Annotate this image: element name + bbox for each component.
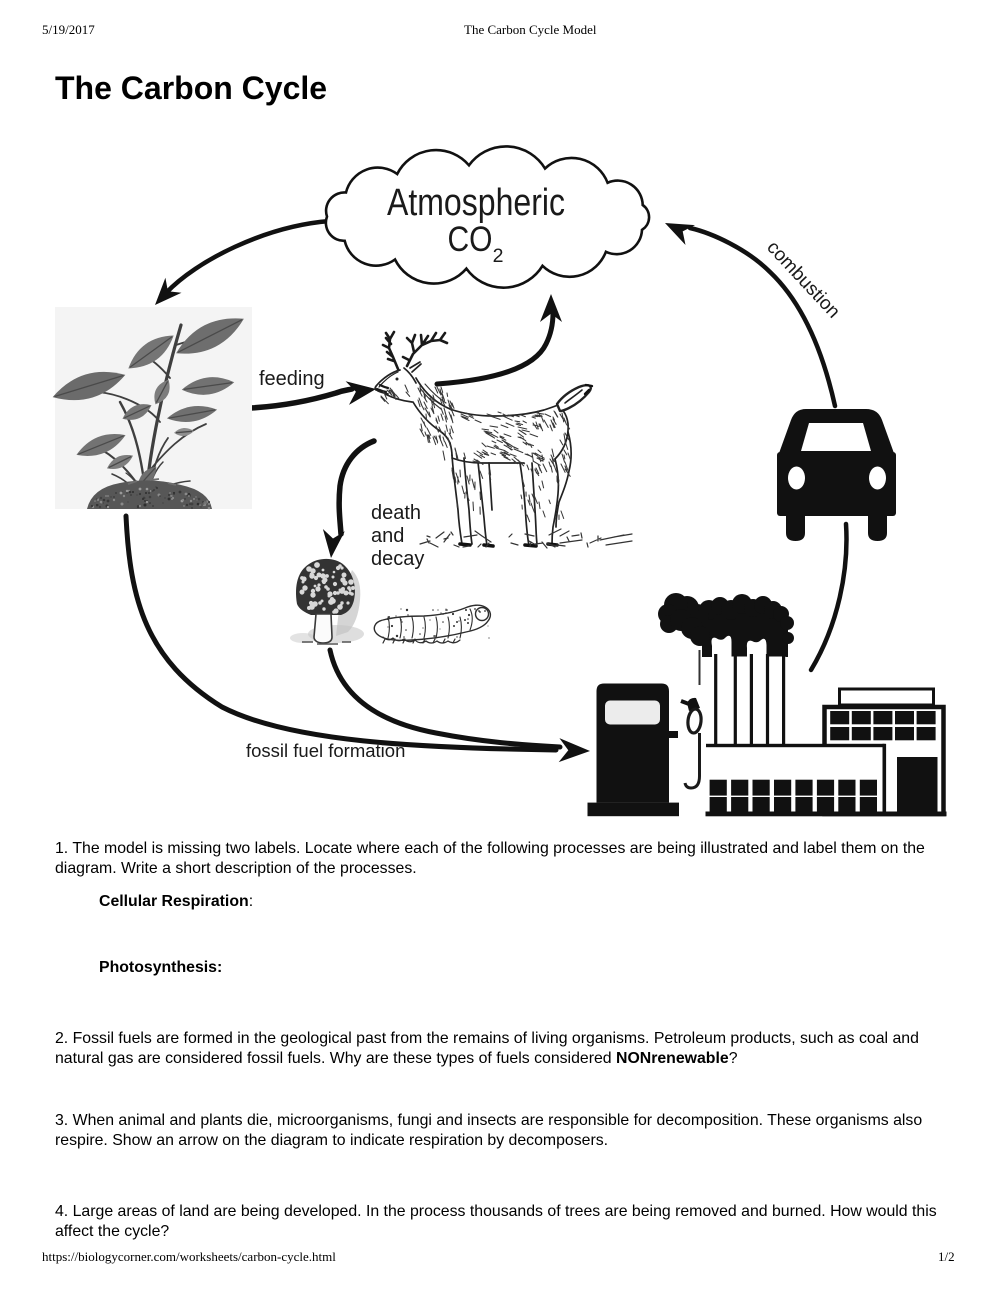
svg-text:decay: decay [371, 548, 424, 570]
svg-text:Atmospheric: Atmospheric [387, 182, 565, 224]
svg-text:feeding: feeding [259, 368, 325, 390]
svg-text:2: 2 [493, 245, 504, 267]
svg-text:fossil fuel formation: fossil fuel formation [246, 740, 405, 761]
svg-text:CO: CO [448, 220, 493, 259]
svg-text:and: and [371, 525, 404, 547]
svg-text:death: death [371, 502, 421, 524]
